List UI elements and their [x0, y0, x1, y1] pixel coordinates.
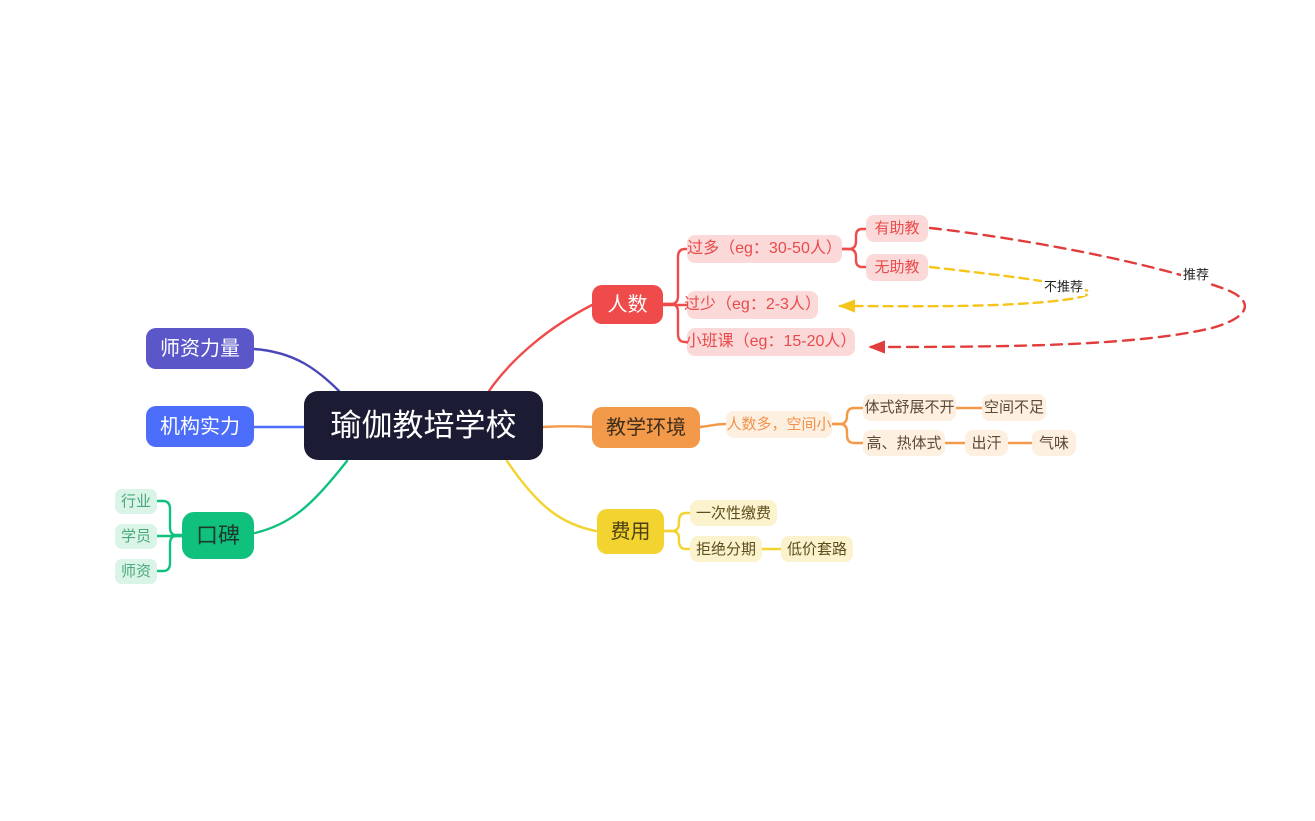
- node-fees[interactable]: 费用: [597, 509, 664, 554]
- edge-fees-one-time: [662, 511, 692, 533]
- edge-center-class-size: [487, 303, 594, 393]
- node-too-many[interactable]: 过多（eg：30-50人）: [687, 235, 842, 263]
- node-reputation-faculty[interactable]: 师资: [115, 559, 157, 584]
- relation-label-not-recommend[interactable]: 不推荐: [1042, 279, 1086, 296]
- node-crowded[interactable]: 人数多，空间小: [726, 411, 832, 438]
- edge-center-reputation: [253, 459, 349, 535]
- edge-fees-refuse-installments: [662, 529, 692, 551]
- edge-crowded-poses-cramped: [830, 406, 865, 426]
- edge-class-size-small-class: [661, 302, 689, 344]
- node-faculty-power[interactable]: 师资力量: [146, 328, 254, 369]
- edge-too-many-with-ta: [840, 227, 868, 251]
- node-small-class[interactable]: 小班课（eg：15-20人）: [686, 328, 856, 356]
- node-reputation-industry[interactable]: 行业: [115, 489, 157, 514]
- node-hot-styles[interactable]: 高、热体式: [863, 430, 945, 456]
- edge-center-fees: [505, 459, 598, 533]
- relation-label-recommend[interactable]: 推荐: [1181, 267, 1212, 284]
- node-org-strength[interactable]: 机构实力: [146, 406, 254, 447]
- node-poses-cramped[interactable]: 体式舒展不开: [863, 394, 956, 421]
- relation-recommend-arrow: [868, 226, 1246, 354]
- node-class-size[interactable]: 人数: [592, 285, 663, 324]
- node-without-ta[interactable]: 无助教: [866, 254, 928, 281]
- node-root[interactable]: 瑜伽教培学校: [304, 391, 543, 460]
- node-reputation-students[interactable]: 学员: [115, 524, 157, 549]
- relation-not-recommend-arrow: [838, 265, 1091, 313]
- edge-center-teaching-env: [541, 425, 594, 429]
- node-one-time-payment[interactable]: 一次性缴费: [690, 500, 777, 526]
- node-reputation[interactable]: 口碑: [182, 512, 254, 559]
- node-too-few[interactable]: 过少（eg：2-3人）: [684, 291, 821, 319]
- edge-reputation-faculty: [155, 534, 185, 573]
- edge-too-many-without-ta: [840, 247, 868, 269]
- node-refuse-installments[interactable]: 拒绝分期: [690, 536, 762, 562]
- node-low-price-trap[interactable]: 低价套路: [781, 536, 853, 562]
- edge-crowded-hot-styles: [830, 422, 865, 445]
- edge-teaching-env-crowded: [698, 422, 728, 429]
- node-teaching-env[interactable]: 教学环境: [592, 407, 700, 448]
- node-with-ta[interactable]: 有助教: [866, 215, 928, 242]
- node-odor[interactable]: 气味: [1032, 430, 1076, 456]
- edge-reputation-industry: [155, 499, 185, 537]
- node-sweat[interactable]: 出汗: [965, 430, 1008, 456]
- edge-center-faculty-power: [252, 347, 341, 393]
- node-insufficient-space[interactable]: 空间不足: [982, 394, 1046, 421]
